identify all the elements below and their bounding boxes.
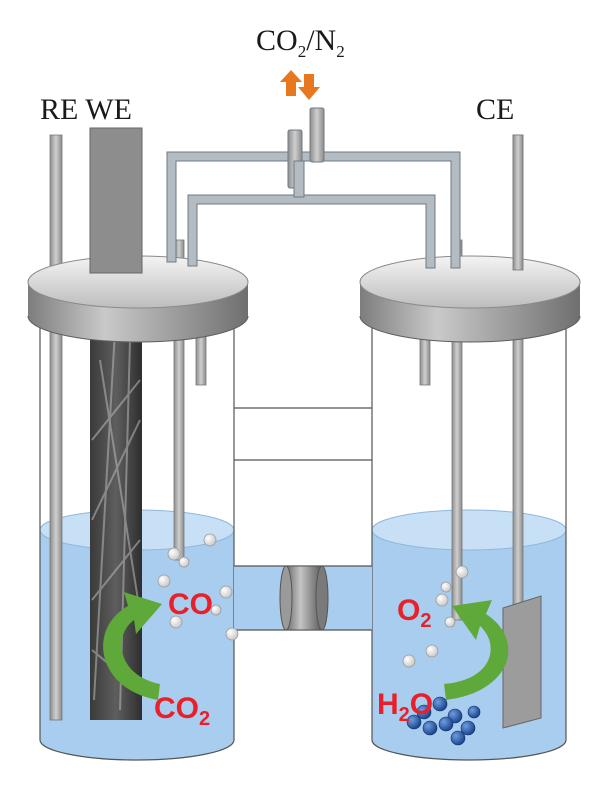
ce-label: CE <box>476 93 514 126</box>
right-cell-cap <box>359 255 581 343</box>
reaction-arrow-left <box>103 592 162 700</box>
gas-flow-arrows <box>280 70 320 100</box>
co2-label: CO2 <box>154 692 210 730</box>
water-molecules <box>406 696 481 746</box>
gas-bubbles <box>157 533 469 668</box>
working-electrode-holder <box>89 127 143 274</box>
salt-bridge <box>234 407 372 631</box>
counter-electrode-top <box>512 134 524 271</box>
left-cell-cap <box>27 255 249 343</box>
o2-label: O2 <box>397 594 431 632</box>
co-label: CO <box>168 588 213 621</box>
right-cell <box>359 134 581 761</box>
counter-electrode-plate <box>502 595 542 729</box>
gas-in-arrow <box>298 74 320 100</box>
reference-electrode <box>49 134 63 721</box>
left-cell <box>27 127 249 761</box>
reaction-arrow-right <box>444 600 509 700</box>
gas-manifold <box>166 107 461 269</box>
membrane <box>279 565 329 631</box>
re-we-label: RE WE <box>40 93 132 126</box>
h2o-label: H2O <box>377 688 433 726</box>
gas-out-arrow <box>280 70 302 96</box>
gas-label: CO2/N2 <box>256 24 345 61</box>
